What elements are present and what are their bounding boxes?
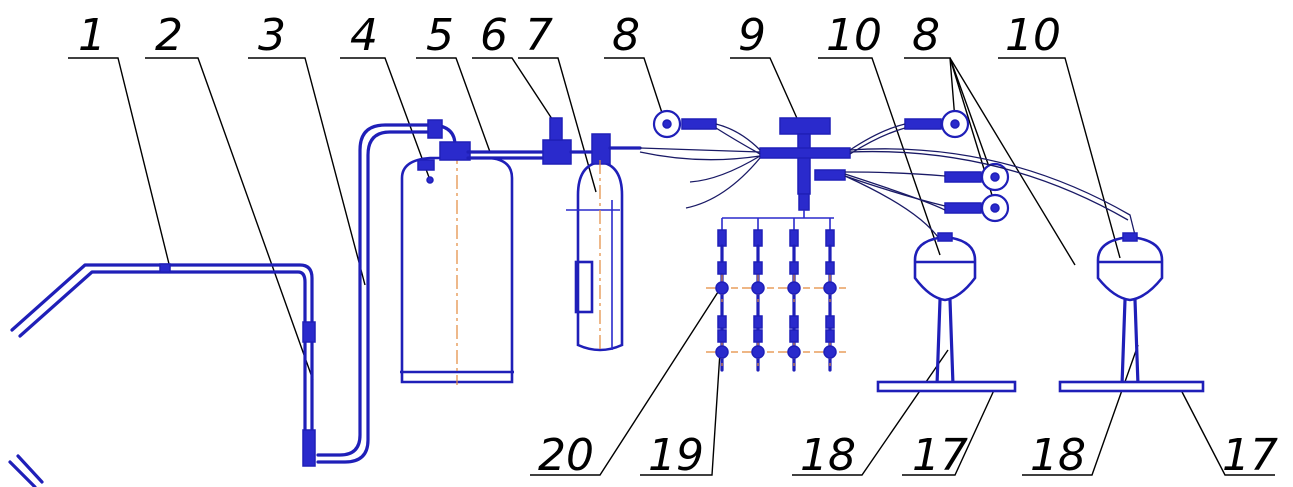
pipe-frame [8,263,316,487]
callout-18-left: 18 [800,430,856,481]
pipe-coupling-upper [302,321,316,343]
callout-3: 3 [258,10,286,61]
hoses [639,123,1136,241]
discharge-line [466,117,594,165]
gauge-right-1 [904,109,970,139]
module-left [876,232,1017,393]
callout-19: 19 [648,430,704,481]
callout-10-right: 10 [1005,10,1061,61]
riser-pipe [316,119,457,464]
callout-5: 5 [426,10,454,61]
main-cylinder [400,141,514,385]
callout-6: 6 [480,10,508,61]
callout-8-left: 8 [612,10,640,61]
pipe-coupling-lower [302,429,316,467]
callout-8-right: 8 [912,10,940,61]
callout-17-left: 17 [912,430,968,481]
nozzle-column [706,229,738,372]
nozzle-columns [706,229,846,372]
callout-18-right: 18 [1030,430,1086,481]
cylinder-valve [439,141,471,161]
pressure-reducer [542,139,572,165]
callout-9: 9 [738,10,766,61]
callout-17-right: 17 [1222,430,1278,481]
callout-10-left: 10 [826,10,882,61]
nozzle-column [814,229,846,372]
pressure-gauges [652,109,1010,223]
nozzle-column [742,229,774,372]
callout-7: 7 [525,10,553,61]
gauge-right-2 [944,162,1010,192]
nozzle-column [778,229,810,372]
callout-labels: 1 2 3 4 5 6 7 8 9 10 8 10 20 19 18 17 18… [78,10,1278,481]
callout-2: 2 [155,10,183,61]
callout-20: 20 [538,430,594,481]
gauge-right-3 [944,193,1010,223]
control-manifold [759,117,851,211]
gauge-left [652,109,717,139]
module-right [1058,232,1205,393]
actuator-cylinder [566,133,642,352]
callout-4: 4 [350,10,378,61]
callout-1: 1 [78,10,106,61]
nozzle-branch [721,210,834,230]
